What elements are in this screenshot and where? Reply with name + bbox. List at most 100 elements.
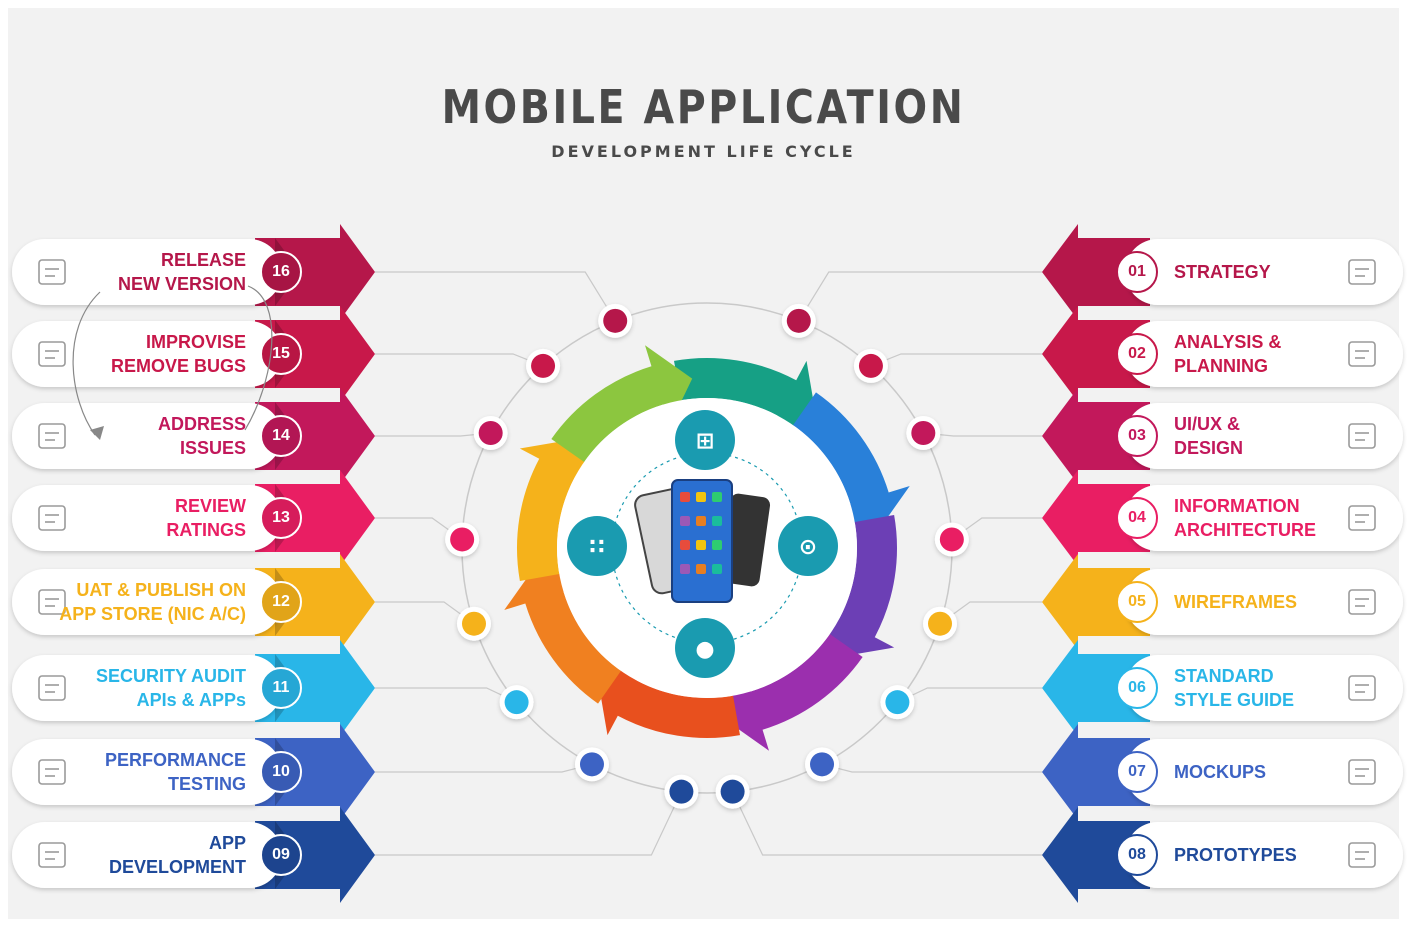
loop-arrow — [244, 285, 273, 431]
connector-line — [732, 791, 1042, 856]
step-number-badge — [260, 497, 302, 539]
code-window-icon — [1348, 505, 1376, 531]
step-dot — [531, 353, 556, 378]
android-icon: ⊙ — [778, 516, 838, 576]
step-dot — [669, 779, 694, 804]
cycle-arrow-segment — [721, 634, 863, 751]
cycle-arrow-segment — [820, 515, 897, 658]
design-tablet-icon — [1348, 423, 1376, 449]
step-card — [1125, 569, 1403, 635]
connector-line — [870, 353, 1042, 367]
step-number-badge — [1116, 751, 1158, 793]
connector-line — [821, 763, 1042, 773]
connector-line — [375, 432, 491, 437]
connector-line — [375, 271, 616, 322]
cycle-arrow-segment — [517, 438, 594, 581]
cloud-upload-icon — [38, 589, 66, 615]
issue-check-icon — [38, 423, 66, 449]
thumbs-up-icon — [38, 505, 66, 531]
step-number-badge — [1116, 251, 1158, 293]
step-number-badge — [1116, 581, 1158, 623]
connector-line — [375, 353, 544, 367]
step-number-03: 03 — [1128, 427, 1146, 444]
step-label-01: STRATEGY — [1174, 262, 1271, 282]
step-number-badge — [260, 581, 302, 623]
step-dot — [603, 308, 628, 333]
loop-arrow — [72, 291, 101, 436]
step-label-09: APP DEVELOPMENT — [108, 833, 246, 877]
step-arrow — [1042, 640, 1150, 736]
clock-icon — [1348, 259, 1376, 285]
step-dot — [911, 420, 936, 445]
connector-line — [375, 763, 593, 773]
step-dot — [579, 752, 604, 777]
step-label-16: RELEASE NEW VERSION — [117, 250, 246, 294]
page-subtitle: DEVELOPMENT LIFE CYCLE — [551, 142, 856, 161]
step-label-04: INFORMATION ARCHITECTURE — [1174, 496, 1316, 540]
step-dot — [450, 527, 475, 552]
wireframe-icon — [1348, 589, 1376, 615]
connector-line — [897, 687, 1042, 703]
step-arrow — [1042, 554, 1150, 650]
connector-line — [923, 432, 1042, 437]
step-number-badge — [260, 415, 302, 457]
step-number-06: 06 — [1128, 679, 1146, 696]
step-arrow — [255, 388, 375, 484]
cycle-arrow-segment — [504, 562, 621, 704]
step-number-badge — [260, 834, 302, 876]
step-arrow — [255, 724, 375, 820]
step-dot — [885, 690, 910, 715]
step-dot — [810, 752, 835, 777]
step-label-05: WIREFRAMES — [1174, 592, 1297, 612]
svg-text:●: ● — [695, 637, 714, 662]
step-arrow — [255, 554, 375, 650]
step-dot — [939, 527, 964, 552]
step-arrow — [1042, 388, 1150, 484]
step-label-02: ANALYSIS & PLANNING — [1174, 332, 1282, 376]
step-label-12: UAT & PUBLISH ON APP STORE (NIC A/C) — [59, 580, 246, 624]
step-card — [12, 239, 282, 305]
step-arrow — [1042, 807, 1150, 903]
step-dot — [786, 308, 811, 333]
step-card — [12, 403, 282, 469]
step-arrow — [255, 224, 375, 320]
step-arrow — [255, 470, 375, 566]
step-label-15: IMPROVISE REMOVE BUGS — [110, 332, 246, 376]
connector-line — [375, 791, 682, 856]
cycle-arrow-segment — [597, 661, 740, 738]
step-label-14: ADDRESS ISSUES — [157, 414, 246, 458]
connector-line — [798, 271, 1042, 322]
monitor-icon — [1348, 842, 1376, 868]
step-label-07: MOCKUPS — [1174, 762, 1267, 782]
step-dot — [478, 420, 503, 445]
speedometer-icon — [38, 759, 66, 785]
step-label-06: STANDARD STYLE GUIDE — [1174, 666, 1295, 710]
step-arrow — [255, 807, 375, 903]
step-card — [12, 655, 282, 721]
mockup-icon — [1348, 759, 1376, 785]
step-number-badge — [260, 667, 302, 709]
step-arrow — [1042, 724, 1150, 820]
step-card — [1125, 485, 1403, 551]
step-number-15: 15 — [272, 345, 290, 362]
step-label-08: PROTOTYPES — [1174, 845, 1297, 865]
step-number-11: 11 — [272, 679, 290, 696]
step-label-03: UI/UX & DESIGN — [1174, 414, 1244, 458]
step-number-badge — [1116, 834, 1158, 876]
step-arrow — [255, 640, 375, 736]
step-card — [12, 321, 282, 387]
step-number-badge — [260, 751, 302, 793]
step-card — [12, 569, 282, 635]
smartphone-icon — [634, 479, 771, 603]
audit-clipboard-icon — [38, 675, 66, 701]
page-title: MOBILE APPLICATION — [441, 80, 966, 134]
step-number-badge — [260, 333, 302, 375]
step-label-13: REVIEW RATINGS — [166, 496, 246, 540]
step-number-12: 12 — [272, 593, 290, 610]
step-number-badge — [1116, 415, 1158, 457]
step-number-10: 10 — [272, 763, 290, 780]
step-dot — [461, 611, 486, 636]
step-number-05: 05 — [1128, 593, 1146, 610]
step-card — [1125, 403, 1403, 469]
